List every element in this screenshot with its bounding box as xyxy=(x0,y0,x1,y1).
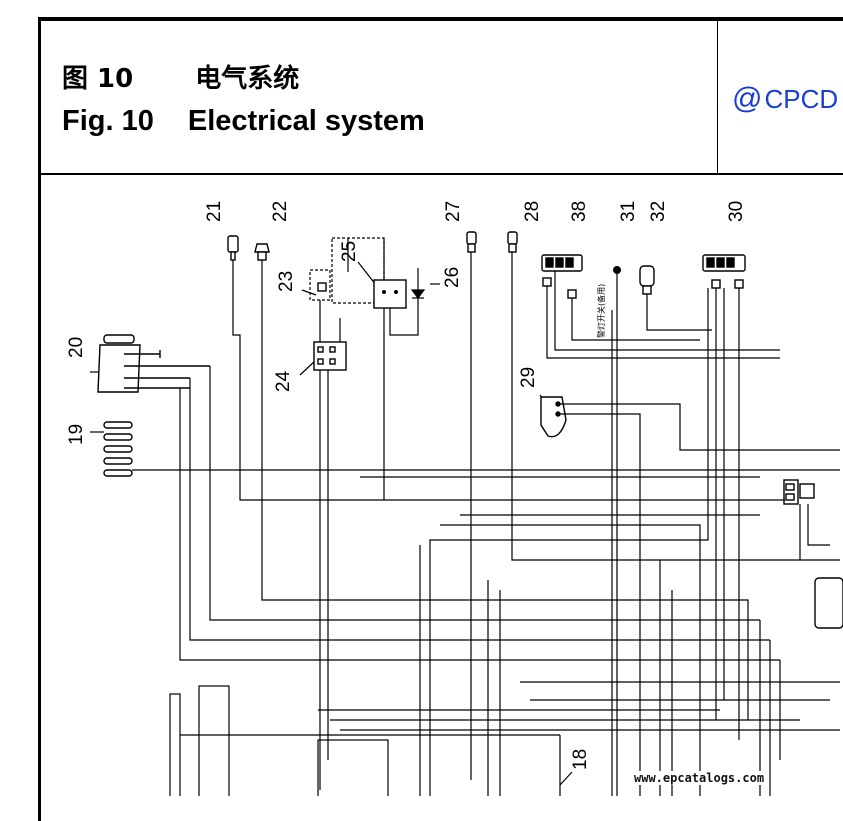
wire-harness xyxy=(132,238,840,796)
bottom-module xyxy=(169,685,389,796)
component-label-23: 23 xyxy=(276,271,297,292)
component-label-18: 18 xyxy=(570,749,591,770)
sensor-28 xyxy=(507,231,518,253)
at-sign-icon: @ xyxy=(732,82,763,115)
sensor-32 xyxy=(639,265,655,295)
watermark-url: www.epcatalogs.com xyxy=(632,771,767,785)
diagram-frame xyxy=(38,17,843,821)
component-label-27: 27 xyxy=(443,201,464,222)
figure-title-cn: 图 10 电气系统 xyxy=(62,58,299,95)
component-label-19: 19 xyxy=(66,424,87,445)
lamp-array-19 xyxy=(103,421,133,477)
component-label-30: 30 xyxy=(726,201,747,222)
component-label-21: 21 xyxy=(204,201,225,222)
component-label-22: 22 xyxy=(270,201,291,222)
relay-25 xyxy=(331,237,407,309)
component-label-26: 26 xyxy=(442,267,463,288)
relay-23 xyxy=(309,269,331,301)
switch-note: 警灯开关(备用) xyxy=(596,284,606,338)
brand-text: CPCD xyxy=(764,84,839,114)
component-label-20: 20 xyxy=(66,337,87,358)
component-label-31: 31 xyxy=(618,201,639,222)
horn-29 xyxy=(540,396,567,438)
connector-right xyxy=(783,479,843,629)
header-vertical-divider xyxy=(717,17,718,174)
connector-30 xyxy=(702,254,746,289)
sensor-22 xyxy=(254,243,270,261)
instrument-20 xyxy=(97,334,210,393)
connector-38 xyxy=(541,254,583,299)
header-divider xyxy=(38,173,843,175)
component-label-24: 24 xyxy=(273,370,294,392)
figure-label-cn: 图 10 xyxy=(62,64,134,94)
sensor-21 xyxy=(227,235,239,261)
switch-31 xyxy=(613,266,621,274)
diode-26 xyxy=(410,289,426,299)
figure-title-en: Fig. 10 Electrical system xyxy=(62,105,425,138)
wiring-diagram: 21 22 23 24 25 26 27 28 29 30 31 32 38 2… xyxy=(66,201,843,796)
title-en-text: Electrical system xyxy=(187,105,425,137)
component-label-29: 29 xyxy=(518,367,539,388)
component-label-25: 25 xyxy=(339,241,360,262)
title-cn-text: 电气系统 xyxy=(195,64,300,94)
component-label-32: 32 xyxy=(648,201,669,222)
component-label-38: 38 xyxy=(569,201,590,222)
figure-label-en: Fig. 10 xyxy=(62,105,154,137)
component-label-28: 28 xyxy=(522,201,543,222)
connector-24 xyxy=(313,341,347,371)
sensor-27 xyxy=(466,231,477,253)
brand-logo: @CPCD xyxy=(732,82,838,116)
